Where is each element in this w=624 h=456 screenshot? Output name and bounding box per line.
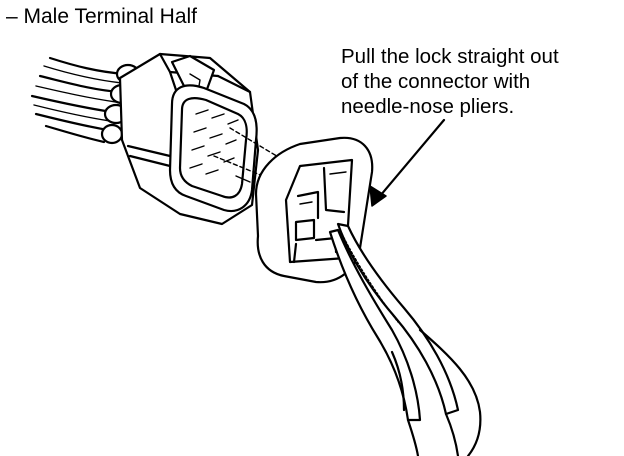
callout-text: Pull the lock straight out of the connec… (341, 44, 559, 119)
callout-arrow (369, 118, 446, 207)
terminal-pins (189, 109, 239, 175)
callout-line-3: needle-nose pliers. (341, 95, 515, 118)
callout-line-1: Pull the lock straight out (341, 45, 559, 68)
male-connector-housing (118, 52, 260, 226)
needle-nose-pliers (328, 222, 482, 456)
callout-line-2: of the connector with (341, 70, 531, 93)
section-heading: – Male Terminal Half (6, 5, 198, 28)
